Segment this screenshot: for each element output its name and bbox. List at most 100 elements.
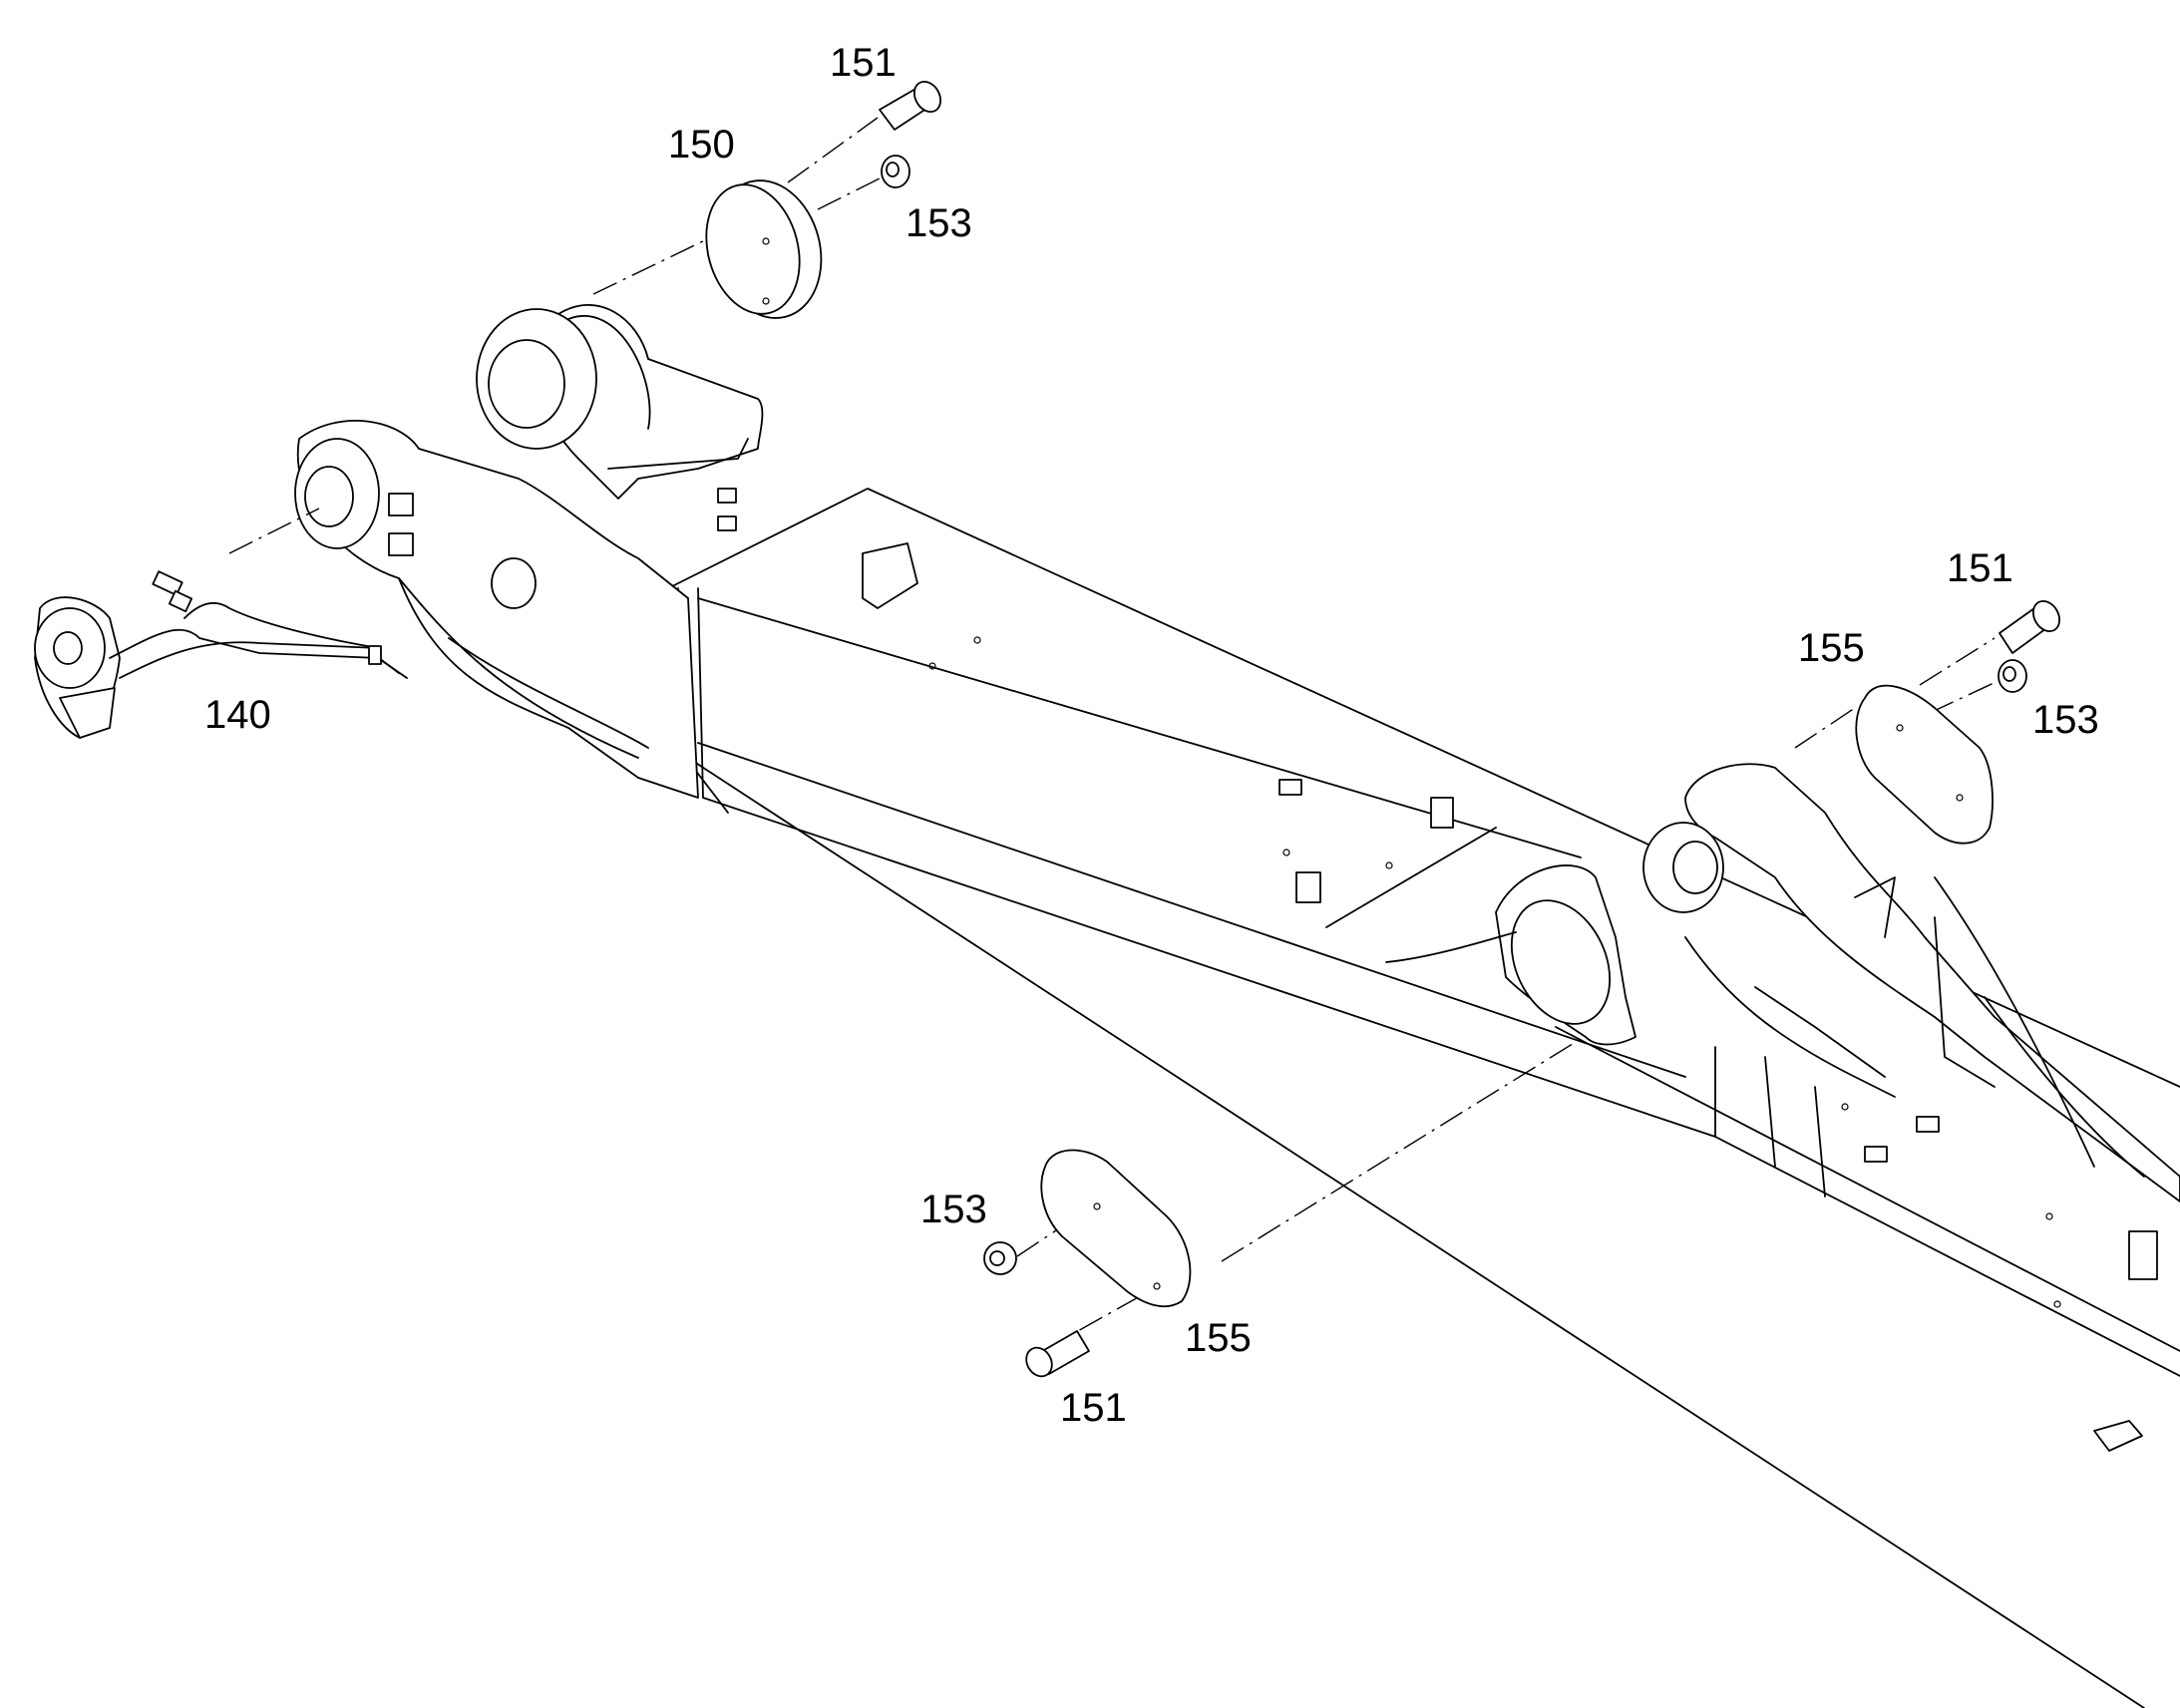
right-bracket-fin <box>1385 931 1517 963</box>
nut-bore <box>886 162 900 177</box>
boom-clip-1 <box>717 488 737 504</box>
boom-side-lower <box>702 797 2180 1377</box>
round-cover-hole <box>762 237 770 245</box>
right-bracket-bore <box>1672 841 1718 894</box>
nut-icon-top <box>881 155 910 188</box>
right-bracket-post <box>1934 916 1996 1088</box>
lower-knuckle-tab-1 <box>388 493 414 516</box>
boom-clip-3 <box>1278 779 1302 796</box>
callout-150: 150 <box>668 123 735 167</box>
callout-140: 140 <box>204 693 271 737</box>
lower-knuckle-bore <box>304 466 354 527</box>
oval-cover-icon-right <box>1855 684 1994 845</box>
round-cover-hole-2 <box>762 297 770 305</box>
sensor-cable-2 <box>119 641 380 679</box>
leader-155-right <box>1794 707 1856 749</box>
sensor-clip <box>368 645 382 665</box>
sensor-cable-end <box>380 659 408 679</box>
leader-151-top <box>787 117 879 183</box>
right-bracket-post-2 <box>1764 1056 1776 1168</box>
boom-top-edge <box>667 488 2180 1088</box>
right-bracket-gusset <box>1854 876 1896 938</box>
oval-cover-hole <box>1093 1202 1101 1210</box>
cap-screw-head <box>1025 1346 1053 1378</box>
oval-cover-hole-2 <box>1153 1282 1161 1290</box>
round-cover-face <box>705 183 801 315</box>
oval-cover-plate-bottom <box>1040 1149 1192 1308</box>
right-bracket-curve <box>1984 996 2145 1178</box>
boom-bottom-edge <box>687 757 2145 1708</box>
boom-hole-6 <box>2045 1212 2053 1220</box>
callout-labels: 151 150 153 140 151 155 153 153 155 151 <box>204 41 2099 1430</box>
boom-clip-5 <box>1864 1146 1888 1163</box>
boom-bracket-pad <box>862 542 918 609</box>
oval-cover-plate-right <box>1855 684 1994 845</box>
nut-icon-bottom <box>983 1241 1017 1275</box>
cap-screw-icon-right <box>1998 600 2061 654</box>
right-bracket-curve-2 <box>1934 876 2095 1168</box>
callout-153-top: 153 <box>906 201 972 245</box>
nut-bore <box>989 1250 1005 1266</box>
leader-lines <box>228 117 2005 1352</box>
leader-155-bottom <box>1221 1041 1577 1262</box>
cap-screw-icon-bottom <box>1025 1330 1090 1378</box>
boom-pad-1 <box>1430 797 1454 829</box>
boom-mid-edge <box>1555 1026 2180 1352</box>
oval-cover-hole-2 <box>1956 794 1964 802</box>
upper-knuckle-bore <box>488 339 565 429</box>
right-bracket-opening <box>1510 899 1612 1025</box>
right-bracket-arm <box>1684 763 2180 1202</box>
sensor-connector-1 <box>152 570 183 596</box>
upper-knuckle-rim <box>567 315 651 430</box>
sensor-shaft <box>53 631 83 665</box>
cap-screw-icon-top <box>879 81 942 131</box>
leader-153-right <box>1929 677 2005 714</box>
boom-hole-2 <box>928 662 936 670</box>
boom-clip-6 <box>2093 1420 2143 1452</box>
sensor-cable-1 <box>109 628 400 674</box>
oval-cover-icon-bottom <box>1040 1149 1192 1308</box>
callout-151-right: 151 <box>1947 546 2013 590</box>
leader-153-top <box>817 173 889 210</box>
boom-hole-1 <box>973 636 981 644</box>
right-bracket-web <box>1684 936 1896 1098</box>
cap-screw-head <box>912 81 942 113</box>
leader-153-bottom <box>1016 1205 1093 1257</box>
leader-140 <box>228 508 320 554</box>
lower-knuckle-tab-2 <box>388 532 414 556</box>
boom-hole-3 <box>1282 849 1290 856</box>
sensor-bracket <box>59 687 116 739</box>
right-bracket-post-3 <box>1814 1086 1826 1197</box>
lower-knuckle-plug <box>491 557 537 609</box>
callout-153-bottom: 153 <box>920 1188 987 1231</box>
sensor-icon <box>34 570 408 739</box>
callout-151-bottom: 151 <box>1060 1386 1127 1430</box>
boom-pad-3 <box>2128 1230 2158 1280</box>
boom-body <box>294 303 2180 1708</box>
boom-clip-2 <box>717 515 737 531</box>
boom-upper-side-edge <box>697 742 1686 1078</box>
lower-knuckle-web <box>398 577 639 759</box>
round-cover-icon <box>705 179 823 319</box>
boom-hole-7 <box>2053 1300 2061 1308</box>
boom-clip-4 <box>1916 1116 1940 1133</box>
cap-screw-head <box>2031 600 2061 632</box>
nut-bore <box>2002 666 2016 682</box>
boom-hole-4 <box>1385 861 1393 869</box>
boom-pad-2 <box>1295 871 1321 903</box>
callout-155-bottom: 155 <box>1185 1316 1252 1360</box>
lower-knuckle-web-2 <box>448 637 649 749</box>
leader-151-right <box>1919 637 1996 686</box>
oval-cover-hole <box>1896 724 1904 732</box>
right-bracket-web-2 <box>1754 986 1886 1078</box>
boom-hole-5 <box>1841 1103 1849 1111</box>
callout-151-top: 151 <box>830 41 897 85</box>
boom-panel-joint <box>1325 827 1497 928</box>
sensor-connector-2 <box>168 589 193 613</box>
sensor-cable-3 <box>183 601 380 649</box>
nut-icon-right <box>1998 659 2027 693</box>
callout-153-right: 153 <box>2032 698 2099 742</box>
upper-knuckle-plate <box>607 438 749 470</box>
